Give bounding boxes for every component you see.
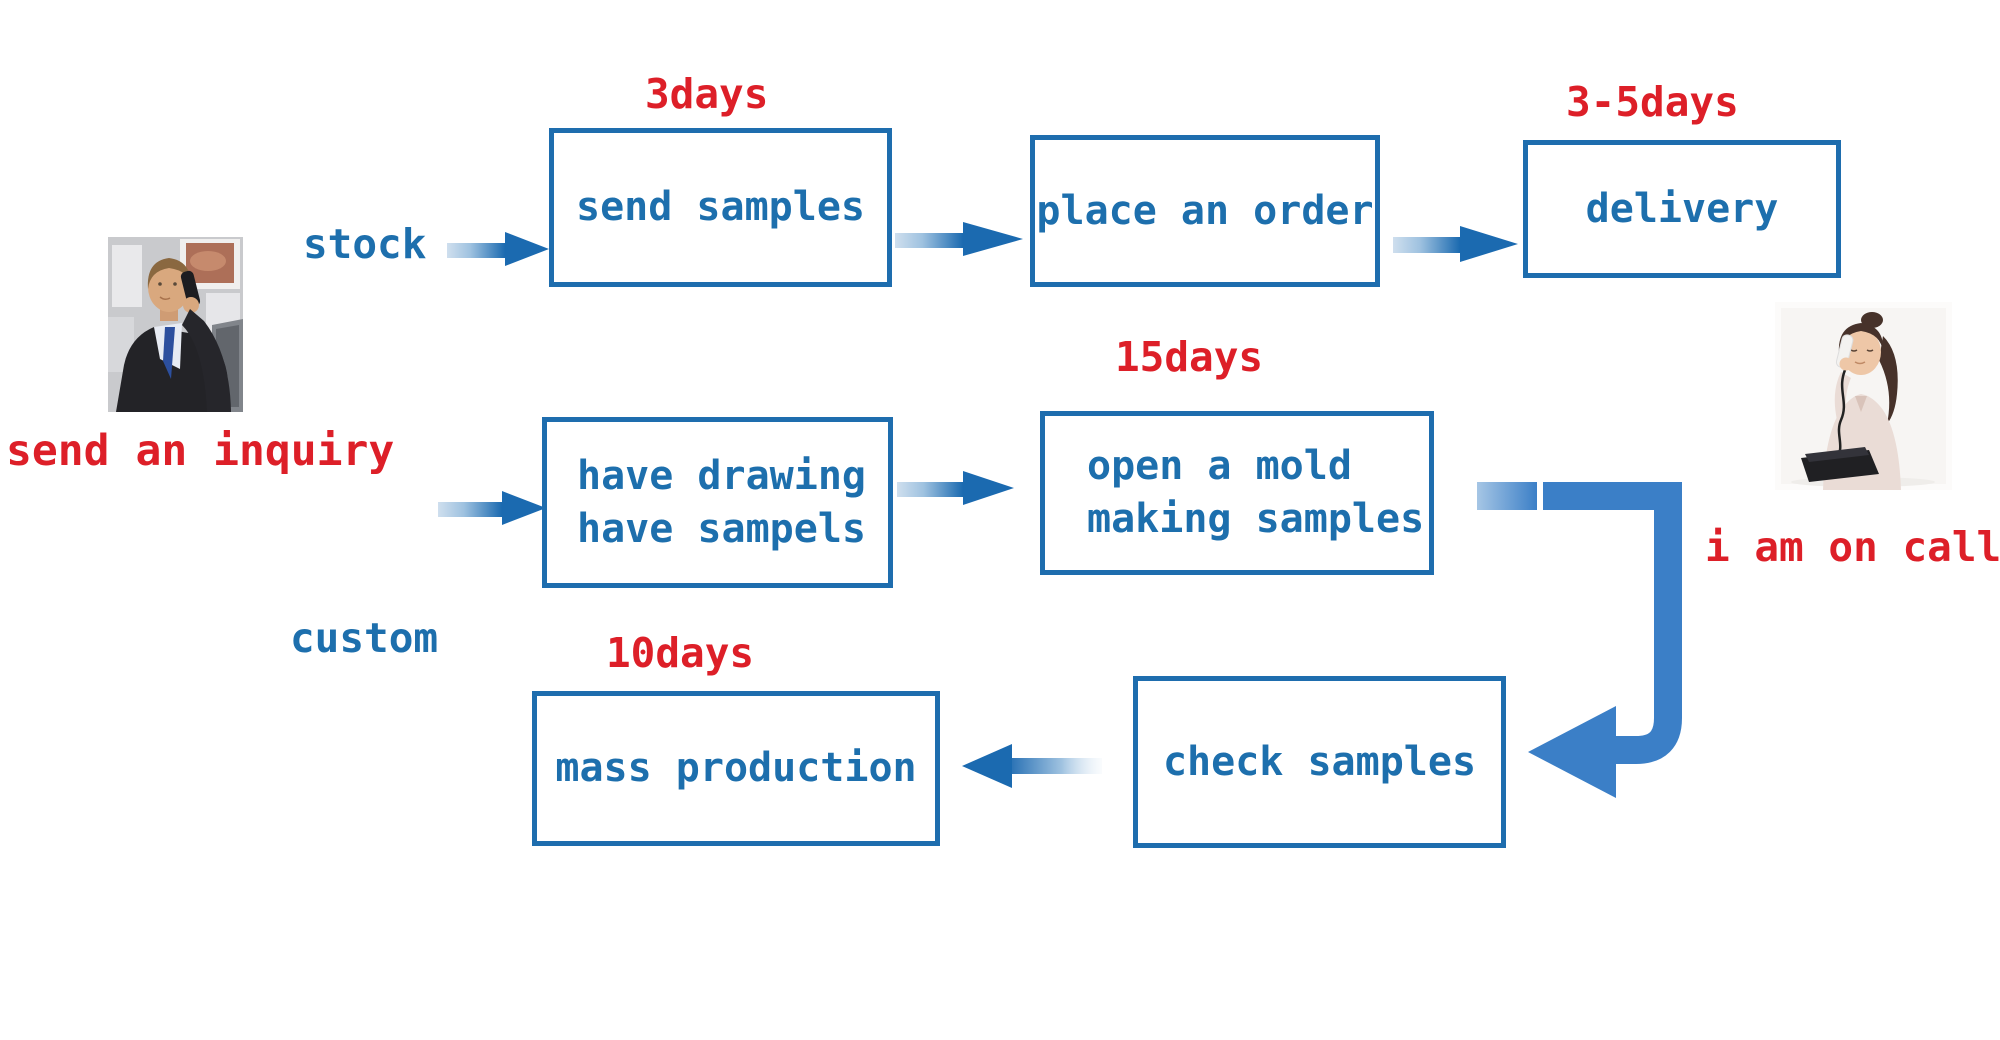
- woman-on-phone-illustration: [1775, 302, 1952, 490]
- man-on-phone-illustration: [108, 237, 243, 412]
- box-open-a-mold: open a mold making samples: [1040, 411, 1434, 575]
- box-have-drawing-line1: have drawing: [577, 452, 866, 499]
- i-am-on-call-label: i am on call: [1705, 523, 2000, 571]
- man-on-phone-photo: [108, 237, 243, 412]
- stock-label: stock: [303, 220, 427, 268]
- box-check-samples-text: check samples: [1162, 738, 1477, 785]
- elbow-arrow-open-mold-to-check-samples: [1477, 482, 1682, 798]
- duration-3-5days: 3-5days: [1566, 78, 1739, 126]
- send-an-inquiry-label: send an inquiry: [6, 426, 395, 476]
- box-send-samples-text: send samples: [576, 184, 865, 231]
- duration-3days: 3days: [645, 70, 769, 118]
- box-open-a-mold-line2: making samples: [1087, 496, 1425, 542]
- arrow-inquiry-to-have-drawing: [438, 491, 546, 525]
- box-send-samples: send samples: [549, 128, 892, 287]
- box-have-drawing: have drawing have sampels: [542, 417, 893, 588]
- box-delivery: delivery: [1523, 140, 1841, 278]
- box-open-a-mold-line1: open a mold: [1087, 443, 1352, 490]
- arrow-place-order-to-delivery: [1393, 226, 1518, 262]
- box-delivery-text: delivery: [1585, 185, 1779, 232]
- arrow-check-samples-to-mass-production: [962, 744, 1102, 788]
- woman-on-phone-photo: [1775, 302, 1952, 490]
- arrow-stock-to-send-samples: [447, 232, 549, 266]
- box-mass-production: mass production: [532, 691, 940, 846]
- custom-label: custom: [290, 614, 439, 662]
- arrow-have-drawing-to-open-mold: [897, 471, 1014, 505]
- box-have-drawing-line2: have sampels: [577, 505, 866, 552]
- duration-15days: 15days: [1115, 333, 1264, 381]
- duration-10days: 10days: [606, 629, 755, 677]
- arrow-send-samples-to-place-order: [895, 222, 1023, 256]
- box-place-an-order: place an order: [1030, 135, 1380, 287]
- box-check-samples: check samples: [1133, 676, 1506, 848]
- box-place-an-order-text: place an order: [1036, 187, 1374, 234]
- box-mass-production-text: mass production: [555, 745, 917, 792]
